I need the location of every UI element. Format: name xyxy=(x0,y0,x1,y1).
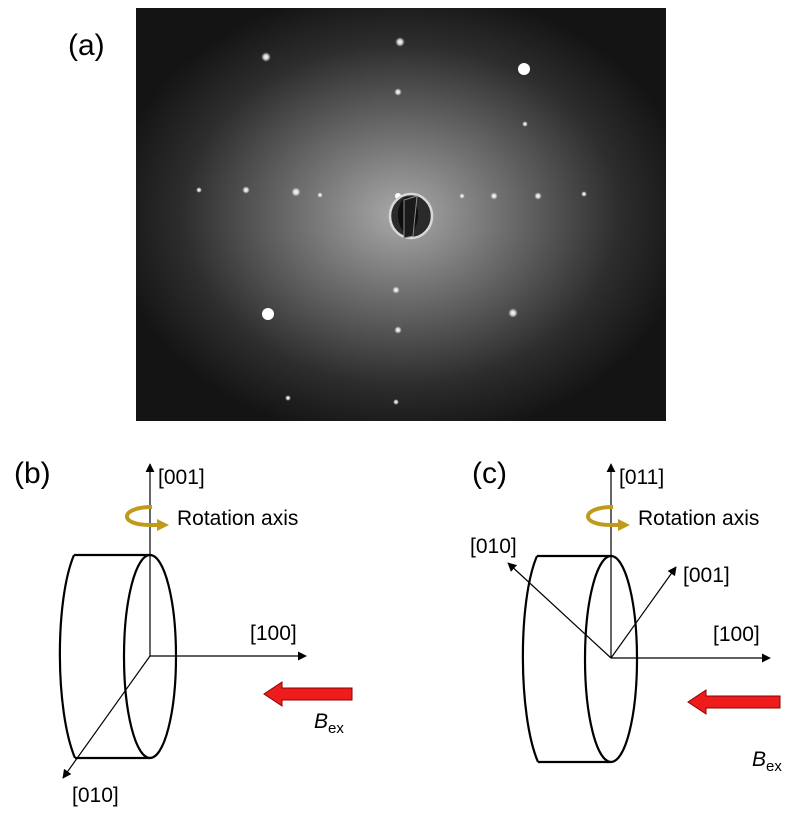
diffraction-pattern-image xyxy=(136,8,666,421)
axes-b xyxy=(62,463,307,779)
rotation-arrow-icon-c xyxy=(586,505,630,531)
axes-c xyxy=(507,463,771,663)
rotation-arrow-icon-b xyxy=(125,505,169,531)
axis-010-b xyxy=(62,655,151,779)
field-subscript-b: ex xyxy=(328,720,344,737)
axis-label-010-b: [010] xyxy=(72,784,119,807)
field-arrow-icon-b xyxy=(263,681,353,707)
axis-001-c xyxy=(610,566,677,659)
field-label-c: Bex xyxy=(752,748,782,775)
field-symbol-b: B xyxy=(314,710,328,733)
beam-stop xyxy=(388,192,434,240)
crystal-cylinder-c xyxy=(521,554,639,764)
field-label-b: Bex xyxy=(314,710,344,737)
axis-label-011-c: [011] xyxy=(619,466,664,489)
axis-010-c xyxy=(507,562,612,659)
panel-a-label: (a) xyxy=(68,29,105,62)
field-arrow-icon-c xyxy=(687,689,781,715)
axis-label-100-c: [100] xyxy=(713,623,760,646)
axis-label-001-c: [001] xyxy=(683,564,730,587)
diffraction-spots xyxy=(196,37,587,405)
panel-c-label: (c) xyxy=(472,457,507,490)
axis-label-100-b: [100] xyxy=(250,622,297,645)
panel-b-label: (b) xyxy=(14,457,51,490)
axis-label-001-b: [001] xyxy=(158,466,205,489)
bright-diffraction-spots xyxy=(262,63,530,320)
field-symbol-c: B xyxy=(752,748,766,771)
rotation-axis-label-c: Rotation axis xyxy=(638,507,759,530)
rotation-axis-label-b: Rotation axis xyxy=(177,507,298,530)
field-subscript-c: ex xyxy=(766,758,782,775)
axis-label-010-c: [010] xyxy=(470,535,517,558)
